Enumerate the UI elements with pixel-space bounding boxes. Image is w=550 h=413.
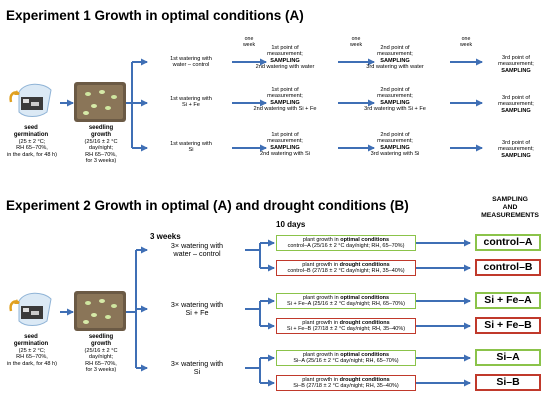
exp1-row1-p1: 1st point of measurement; SAMPLING 2nd w… [255, 45, 315, 71]
condition-box-control-b: plant growth in drought conditions contr… [276, 260, 416, 276]
result-si-b: Si–B [475, 374, 541, 391]
sampling-measurements-header: SAMPLING AND MEASUREMENTS [481, 196, 539, 219]
exp1-row3-p1: 1st point of measurement; SAMPLING 2nd w… [259, 132, 311, 158]
exp1-germination-head: seed germination [13, 125, 49, 138]
result-sife-a: Si + Fe–A [475, 292, 541, 309]
exp1-germination-detail: (25 ± 2 °C; RH 65–70%, in the dark, for … [6, 139, 58, 158]
result-control-a: control–A [475, 234, 541, 251]
three-weeks-label: 3 weeks [150, 232, 181, 241]
exp1-seedling-detail: (25/16 ± 2 °C day/night; RH 65–70%, for … [84, 139, 118, 165]
condition-box-si-b: plant growth in drought conditions Si–B … [276, 375, 416, 391]
result-sife-b: Si + Fe–B [475, 317, 541, 334]
exp1-row3-p3: 3rd point of measurement; SAMPLING [498, 140, 534, 159]
exp2-germination-head: seed germination [13, 334, 49, 347]
exp1-row3-p2: 2nd point of measurement; SAMPLING 3rd w… [370, 132, 420, 158]
seedling-tray-icon-2 [74, 291, 126, 331]
seedling-tray-icon [74, 82, 126, 122]
experiment-2-title: Experiment 2 Growth in optimal (A) and d… [6, 198, 409, 213]
exp2-germination-detail: (25 ± 2 °C; RH 65–70%, in the dark, for … [6, 348, 58, 367]
result-si-a: Si–A [475, 349, 541, 366]
exp2-seedling-detail: (25/16 ± 2 °C day/night; RH 65–70%, for … [84, 348, 118, 374]
result-control-b: control–B [475, 259, 541, 276]
exp1-row1-watering: 1st watering with water – control [170, 56, 212, 69]
exp1-row2-p1: 1st point of measurement; SAMPLING 2nd w… [253, 87, 317, 113]
exp2-group3-watering: 3× watering with Si [170, 359, 224, 377]
exp1-week-label-3: one week [459, 36, 473, 48]
exp1-row2-watering: 1st watering with Si + Fe [170, 96, 212, 109]
exp1-week-label-1: one week [242, 36, 256, 48]
condition-box-sife-a: plant growth in optimal conditions Si + … [276, 293, 416, 309]
seed-bag-icon [7, 82, 59, 122]
petri-dish-icon [7, 291, 59, 331]
ten-days-label: 10 days [276, 220, 306, 229]
condition-box-sife-b: plant growth in drought conditions Si + … [276, 318, 416, 334]
exp2-group2-watering: 3× watering with Si + Fe [170, 300, 224, 318]
condition-box-control-a: plant growth in optimal conditions contr… [276, 235, 416, 251]
exp1-row2-p3: 3rd point of measurement; SAMPLING [498, 95, 534, 114]
exp1-week-label-2: one week [349, 36, 363, 48]
exp2-group1-watering: 3× watering with water – control [170, 241, 224, 259]
exp2-seedling-head: seedling growth [88, 334, 114, 347]
experiment-1-title: Experiment 1 Growth in optimal condition… [6, 8, 304, 23]
exp1-row2-p2: 2nd point of measurement; SAMPLING 3rd w… [364, 87, 426, 113]
condition-box-si-a: plant growth in optimal conditions Si–A … [276, 350, 416, 366]
exp1-seedling-head: seedling growth [88, 125, 114, 138]
exp1-row1-p2: 2nd point of measurement; SAMPLING 3rd w… [366, 45, 424, 71]
exp1-row1-p3: 3rd point of measurement; SAMPLING [498, 55, 534, 74]
exp1-row3-watering: 1st watering with Si [170, 141, 212, 154]
